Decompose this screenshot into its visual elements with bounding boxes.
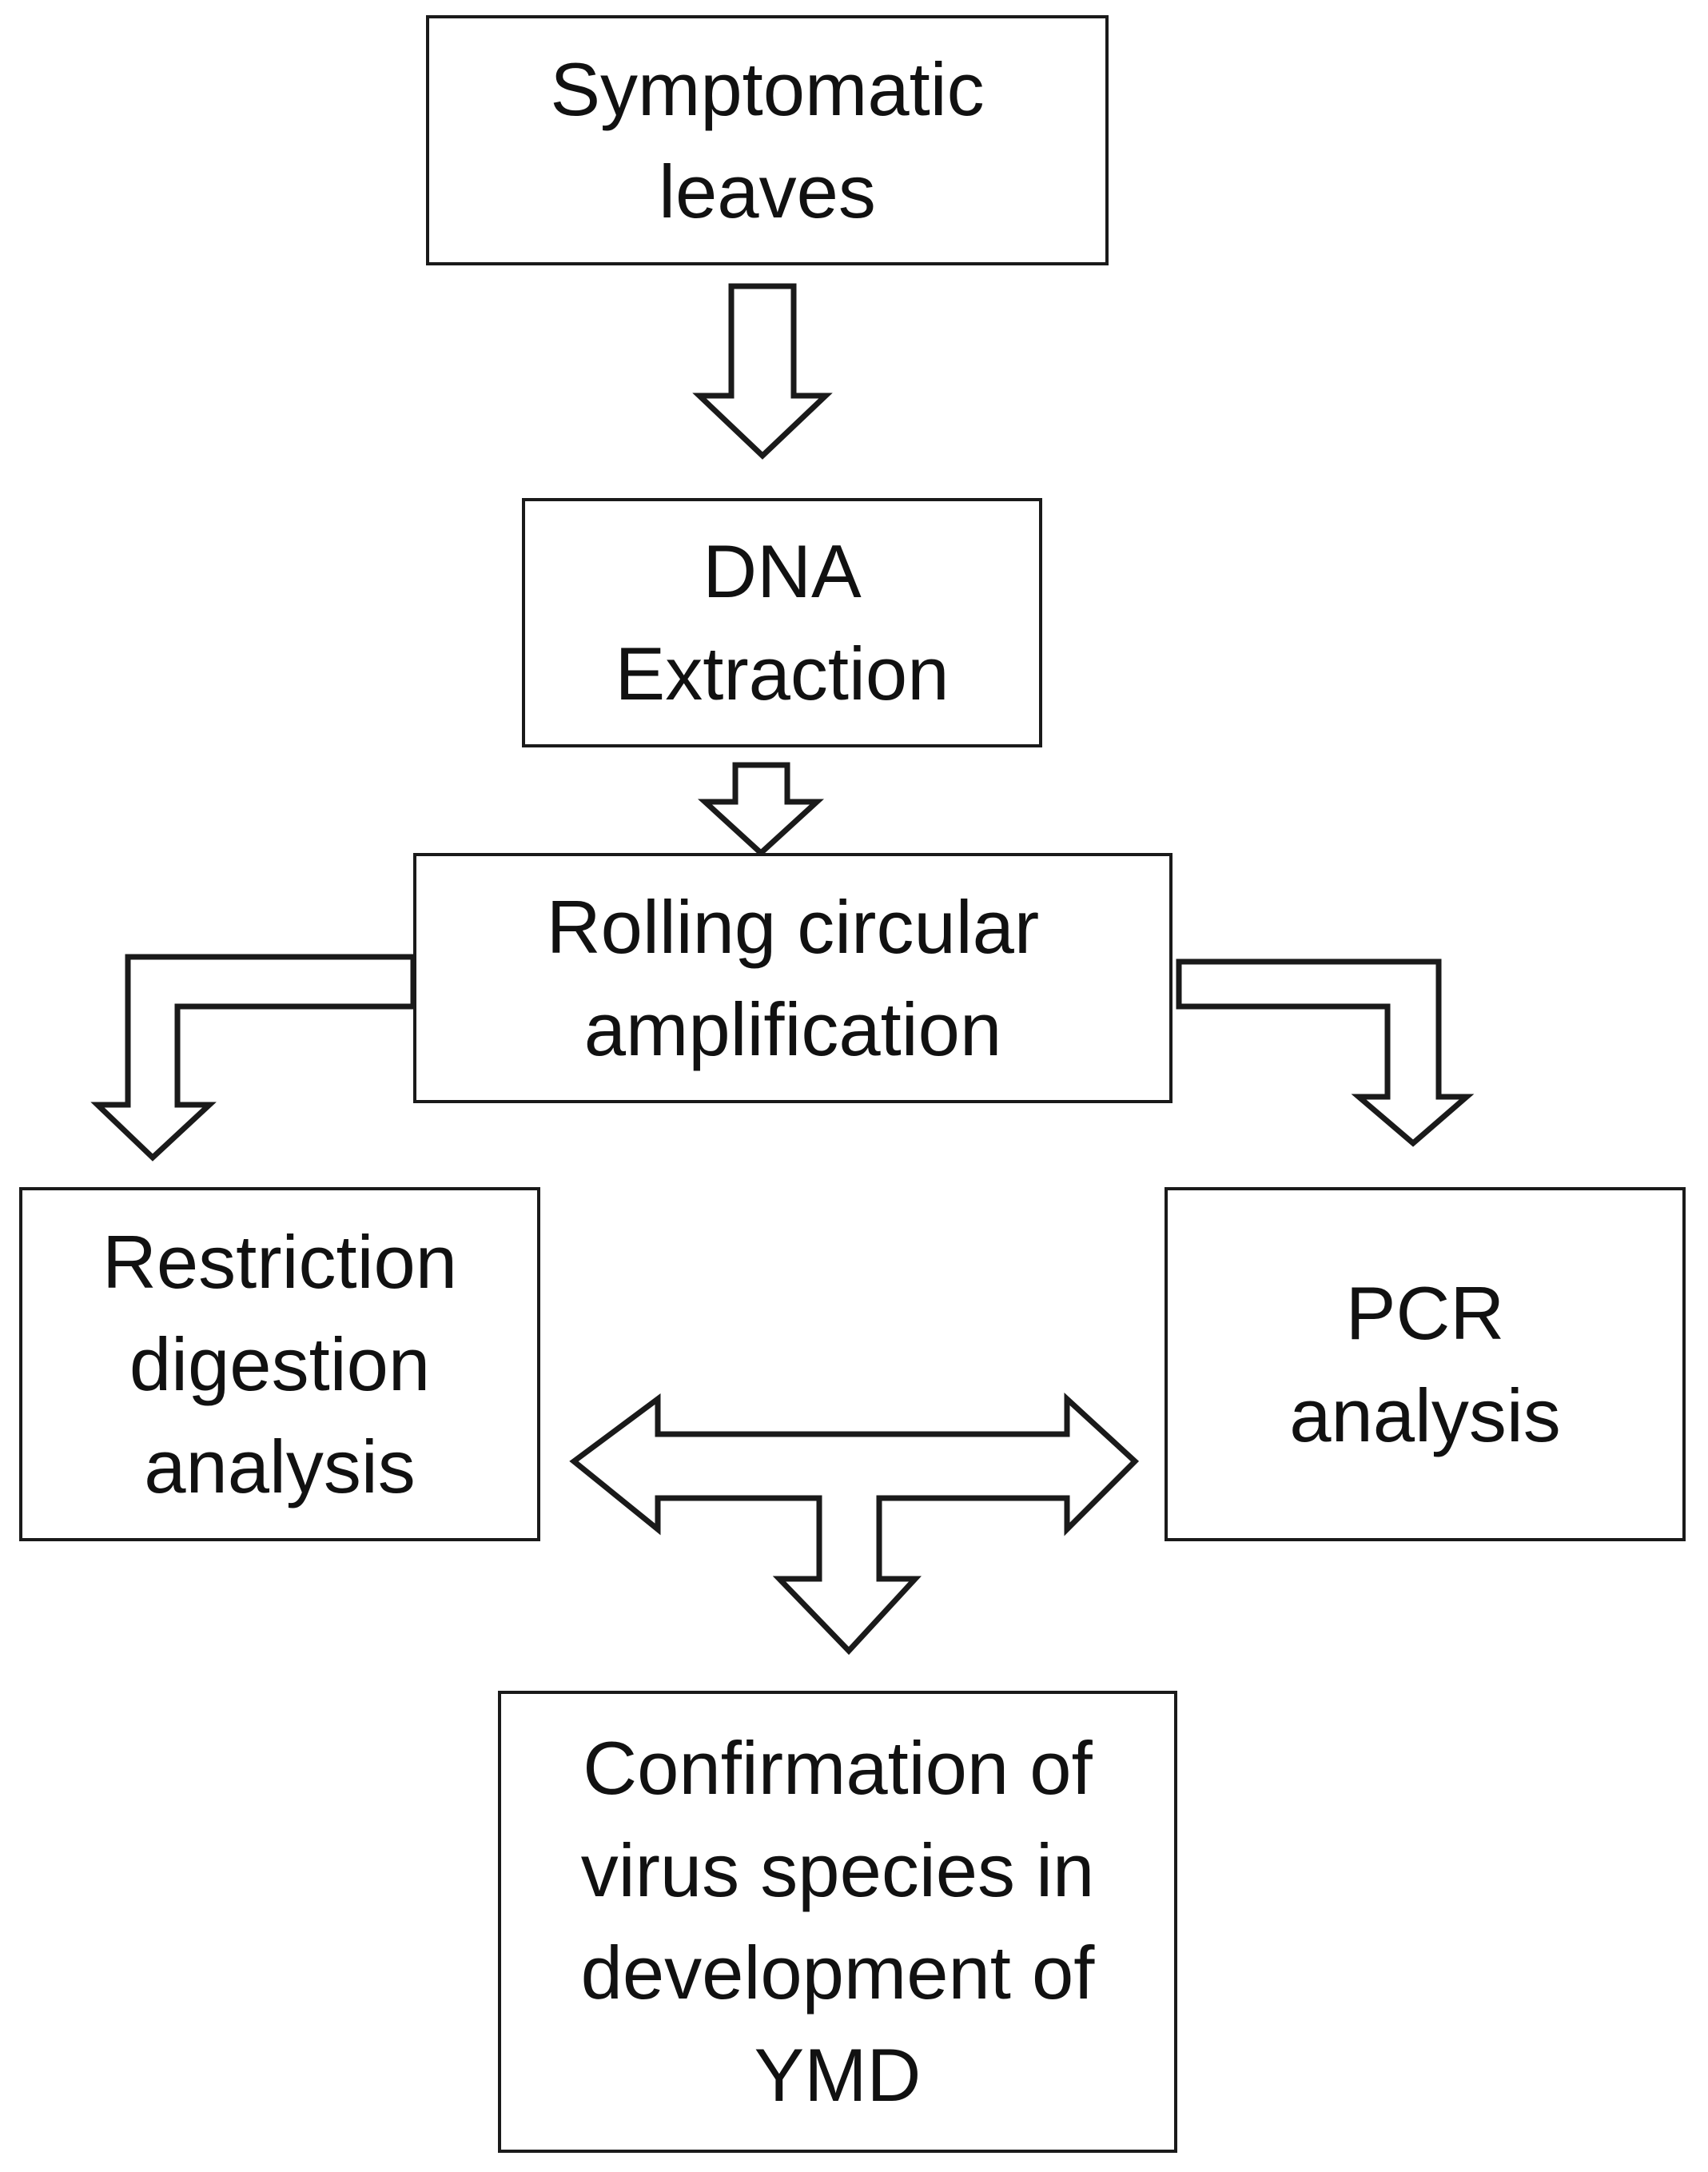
node-label-line: development of (580, 1931, 1095, 2015)
node-label-line: amplification (583, 986, 1002, 1071)
arrow-analyses-to-confirmation (569, 1393, 1140, 1656)
arrow-dna-to-rca (697, 762, 825, 857)
node-label-line: Rolling circular (546, 884, 1040, 969)
node-label-line: digestion (129, 1321, 431, 1406)
node-label-line: PCR (1345, 1270, 1505, 1355)
node-label-line: Confirmation of (583, 1726, 1093, 1810)
node-symptomatic-leaves: Symptomatic leaves (426, 15, 1109, 265)
node-pcr-analysis: PCR analysis (1165, 1187, 1686, 1541)
node-label-line: analysis (144, 1424, 416, 1508)
node-label-line: leaves (659, 149, 876, 233)
arrow-rca-to-restriction (90, 954, 416, 1162)
node-label-line: virus species in (580, 1828, 1095, 1912)
node-label-line: YMD (754, 2033, 922, 2117)
arrow-rca-to-pcr (1176, 958, 1475, 1147)
node-label-line: Symptomatic (550, 46, 985, 131)
node-label-line: DNA (703, 529, 862, 613)
node-label-line: Extraction (615, 632, 950, 715)
node-dna-extraction: DNA Extraction (522, 498, 1042, 747)
arrow-symptomatic-to-dna (692, 283, 833, 460)
node-label-line: Restriction (102, 1219, 458, 1304)
node-confirmation-of-virus-species: Confirmation of virus species in develop… (498, 1691, 1177, 2153)
node-label-line: analysis (1289, 1373, 1561, 1457)
node-restriction-digestion-analysis: Restriction digestion analysis (19, 1187, 540, 1541)
node-rolling-circular-amplification: Rolling circular amplification (413, 853, 1173, 1103)
